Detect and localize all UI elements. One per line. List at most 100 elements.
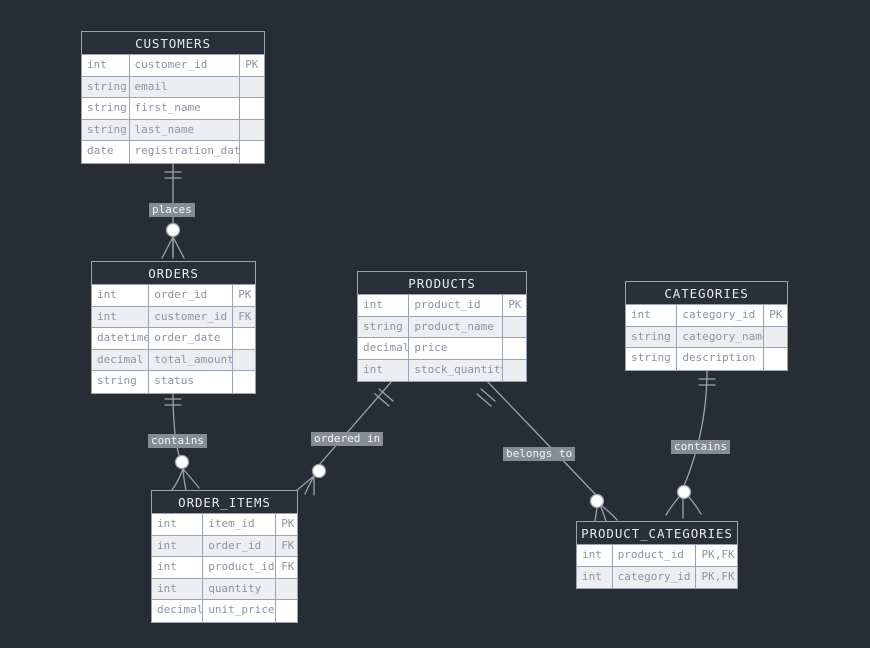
attribute-key xyxy=(240,76,264,97)
edge-ordered-in xyxy=(318,380,393,466)
relationship-label-places[interactable]: places xyxy=(149,203,195,217)
attribute-type: int xyxy=(358,359,410,381)
attribute-name: category_id xyxy=(677,305,765,326)
attribute-key xyxy=(233,328,255,349)
attribute-type: int xyxy=(152,578,204,599)
entity-title-order_items: ORDER_ITEMS xyxy=(152,491,297,514)
attribute-key xyxy=(503,359,526,381)
attribute-name: product_id xyxy=(612,545,697,566)
attribute-type: int xyxy=(152,514,204,535)
attribute-name: category_name xyxy=(677,326,765,347)
attribute-type: datetime xyxy=(92,328,150,349)
attribute-type: decimal xyxy=(92,349,150,370)
attribute-key xyxy=(276,600,297,622)
attribute-name: category_id xyxy=(612,566,697,588)
card-zero-or-many-contains1 xyxy=(171,454,200,491)
card-zero-or-many-contains2 xyxy=(665,484,702,519)
attribute-name: quantity xyxy=(203,578,277,599)
attribute-type: string xyxy=(626,348,678,370)
attribute-type: string xyxy=(358,316,410,337)
attribute-type: date xyxy=(82,141,130,163)
attribute-type: string xyxy=(82,76,130,97)
attribute-name: product_name xyxy=(409,316,504,337)
attribute-name: order_id xyxy=(149,285,234,306)
entity-title-products: PRODUCTS xyxy=(358,272,526,295)
attribute-key xyxy=(233,371,255,393)
edge-belongs-to xyxy=(486,380,597,496)
attribute-type: int xyxy=(626,305,678,326)
attribute-name: description xyxy=(677,348,765,370)
attribute-key: PK xyxy=(764,305,787,326)
attribute-type: int xyxy=(358,295,410,316)
attribute-name: registration_date xyxy=(129,141,241,163)
card-exactly-one-contains1 xyxy=(164,398,182,406)
attribute-type: int xyxy=(82,55,130,76)
attribute-type: string xyxy=(82,119,130,140)
attribute-name: status xyxy=(149,371,234,393)
attribute-type: int xyxy=(577,566,613,588)
attribute-key xyxy=(503,338,526,359)
attribute-key xyxy=(240,141,264,163)
attribute-name: unit_price xyxy=(203,600,277,622)
attribute-type: string xyxy=(626,326,678,347)
entity-title-categories: CATEGORIES xyxy=(626,282,787,305)
attribute-type: decimal xyxy=(358,338,410,359)
attribute-type: int xyxy=(92,285,150,306)
attribute-name: last_name xyxy=(129,119,241,140)
attribute-key: PK xyxy=(240,55,264,76)
attribute-name: customer_id xyxy=(129,55,241,76)
relationship-label-contains1[interactable]: contains xyxy=(148,434,207,448)
entity-title-orders: ORDERS xyxy=(92,262,255,285)
card-exactly-one-contains2 xyxy=(698,378,716,386)
relationship-label-belongs_to[interactable]: belongs to xyxy=(503,447,576,461)
card-exactly-one-ordered-in xyxy=(374,388,394,407)
attribute-key xyxy=(233,349,255,370)
attribute-key xyxy=(764,348,787,370)
attribute-name: product_id xyxy=(409,295,504,316)
relationship-label-ordered_in[interactable]: ordered in xyxy=(311,432,384,446)
attribute-type: int xyxy=(152,535,204,556)
attribute-key: PK xyxy=(503,295,526,316)
entity-title-customers: CUSTOMERS xyxy=(82,32,264,55)
entity-title-product_categories: PRODUCT_CATEGORIES xyxy=(577,522,737,545)
attribute-type: int xyxy=(92,306,150,327)
attribute-name: customer_id xyxy=(149,306,234,327)
attribute-key xyxy=(503,316,526,337)
attribute-type: int xyxy=(152,557,204,578)
attribute-key xyxy=(240,119,264,140)
card-zero-or-many-ordered-in xyxy=(295,463,327,496)
card-exactly-one-belongs-to xyxy=(476,388,496,407)
relationship-label-contains2[interactable]: contains xyxy=(671,440,730,454)
attribute-type: int xyxy=(577,545,613,566)
attribute-name: product_id xyxy=(203,557,277,578)
attribute-key xyxy=(240,98,264,119)
attribute-key: PK,FK xyxy=(696,566,737,588)
attribute-key: FK xyxy=(233,306,255,327)
